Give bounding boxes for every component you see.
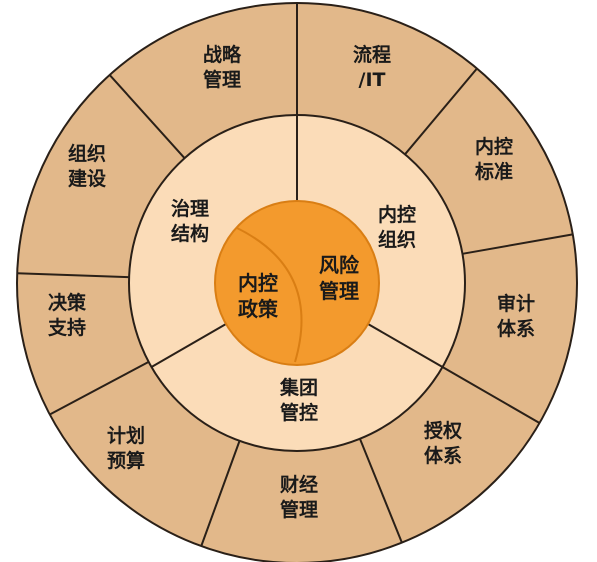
outer-segment-label: 内控标准 [475,135,513,183]
divider-line [462,233,573,255]
core-divider-arc [236,227,303,363]
middle-segment-label: 治理结构 [171,197,209,245]
outer-segment-label: 计划预算 [107,424,145,472]
outer-ring-dividers [17,3,573,547]
core-right-label: 风险管理 [319,253,360,303]
middle-ring-labels: 治理结构 内控组织 集团管控 [171,197,416,424]
divider-line [17,272,130,279]
middle-ring-dividers [151,115,443,368]
outer-ring-labels: 战略管理 流程/IT 内控标准 审计体系 授权体系 财经管理 计划预算 决策支持… [47,43,535,521]
core-left-label: 内控政策 [238,271,279,321]
divider-line [441,366,540,424]
middle-segment-label: 内控组织 [378,203,416,251]
divider-line [404,67,478,155]
divider-line [359,438,403,543]
divider-line [49,360,150,416]
outer-segment-label: 审计体系 [497,292,535,340]
outer-segment-label: 决策支持 [47,291,87,339]
outer-segment-label: 战略管理 [203,43,242,91]
outer-segment-label: 财经管理 [280,473,318,521]
divider-line [151,323,227,368]
divider-line [367,323,443,368]
outer-segment-label: 组织建设 [68,142,106,190]
divider-line [108,74,186,159]
middle-segment-label: 集团管控 [279,376,318,424]
divider-line [200,440,241,547]
outer-segment-label: 授权体系 [424,419,462,467]
core-labels: 内控政策 风险管理 [238,253,360,321]
outer-segment-label: 流程/IT [353,43,391,91]
core-circle [214,200,380,366]
